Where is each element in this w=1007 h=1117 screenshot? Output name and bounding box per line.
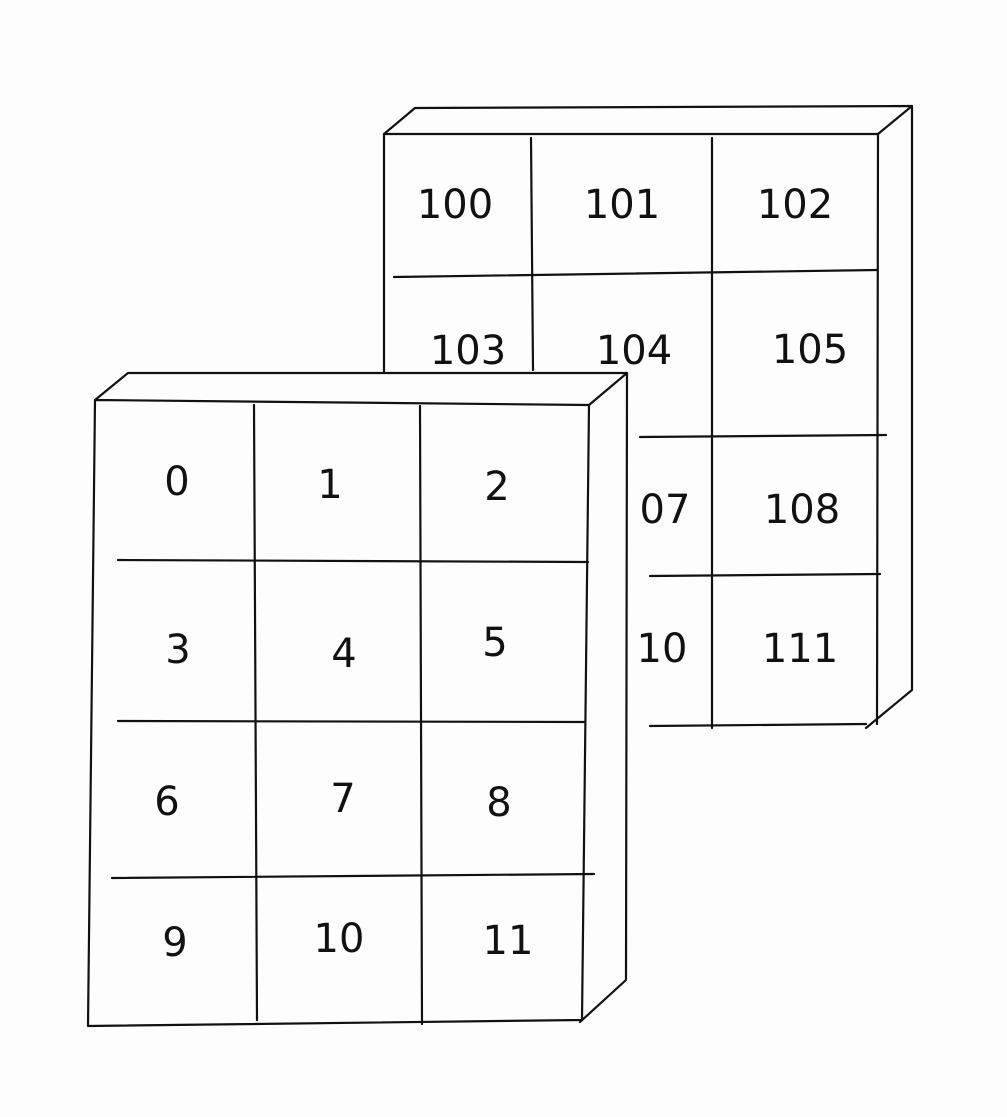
back-cell-label: 105 bbox=[772, 327, 848, 373]
front-cell-label: 9 bbox=[162, 920, 187, 966]
front-cell-label: 5 bbox=[482, 620, 507, 666]
front-cell-label: 11 bbox=[483, 918, 534, 964]
back-cell-label: 108 bbox=[764, 487, 840, 533]
back-layer-divider-h1 bbox=[392, 268, 879, 279]
back-cell-label: 111 bbox=[762, 626, 838, 672]
back-layer-top-face bbox=[382, 104, 914, 136]
back-cell-label: 103 bbox=[430, 328, 506, 374]
front-layer-divider-h1 bbox=[116, 558, 590, 564]
front-layer-front-face bbox=[86, 398, 591, 1028]
front-cell-label: 0 bbox=[164, 459, 189, 505]
front-cell-label: 10 bbox=[314, 916, 365, 962]
back-cell-label-partial: 10 bbox=[637, 626, 688, 672]
back-layer-bottom-edge bbox=[648, 722, 868, 728]
front-layer-divider-v1 bbox=[252, 403, 259, 1022]
back-layer-divider-v1 bbox=[529, 136, 535, 372]
back-layer-divider-h2 bbox=[638, 433, 888, 439]
front-layer-top-face bbox=[93, 371, 629, 407]
front-cell-label: 3 bbox=[165, 627, 190, 673]
front-cell-label: 7 bbox=[330, 776, 355, 822]
front-layer: 0 1 2 3 4 5 6 7 8 9 10 11 bbox=[86, 371, 629, 1028]
back-cell-label: 100 bbox=[417, 182, 493, 228]
front-layer-divider-h3 bbox=[110, 872, 596, 880]
front-layer-occluder bbox=[88, 373, 627, 1026]
front-cell-label: 8 bbox=[486, 780, 511, 826]
back-cell-label: 104 bbox=[596, 328, 672, 374]
back-cell-label-partial: 07 bbox=[640, 487, 691, 533]
front-layer-divider-v2 bbox=[418, 404, 424, 1026]
back-cell-label: 102 bbox=[757, 182, 833, 228]
back-layer-divider-h3 bbox=[648, 572, 882, 578]
back-layer-side-face bbox=[864, 104, 914, 730]
front-cell-label: 6 bbox=[154, 779, 179, 825]
back-cell-label: 101 bbox=[584, 182, 660, 228]
front-layer-side-face bbox=[578, 371, 629, 1024]
front-cell-label: 2 bbox=[484, 464, 509, 510]
back-layer-front-right-edge bbox=[875, 132, 880, 726]
back-layer: 100 101 102 103 104 105 07 108 10 111 bbox=[382, 104, 914, 730]
front-cell-label: 1 bbox=[317, 462, 342, 508]
front-layer-divider-h2 bbox=[116, 719, 587, 724]
front-cell-label: 4 bbox=[331, 631, 356, 677]
